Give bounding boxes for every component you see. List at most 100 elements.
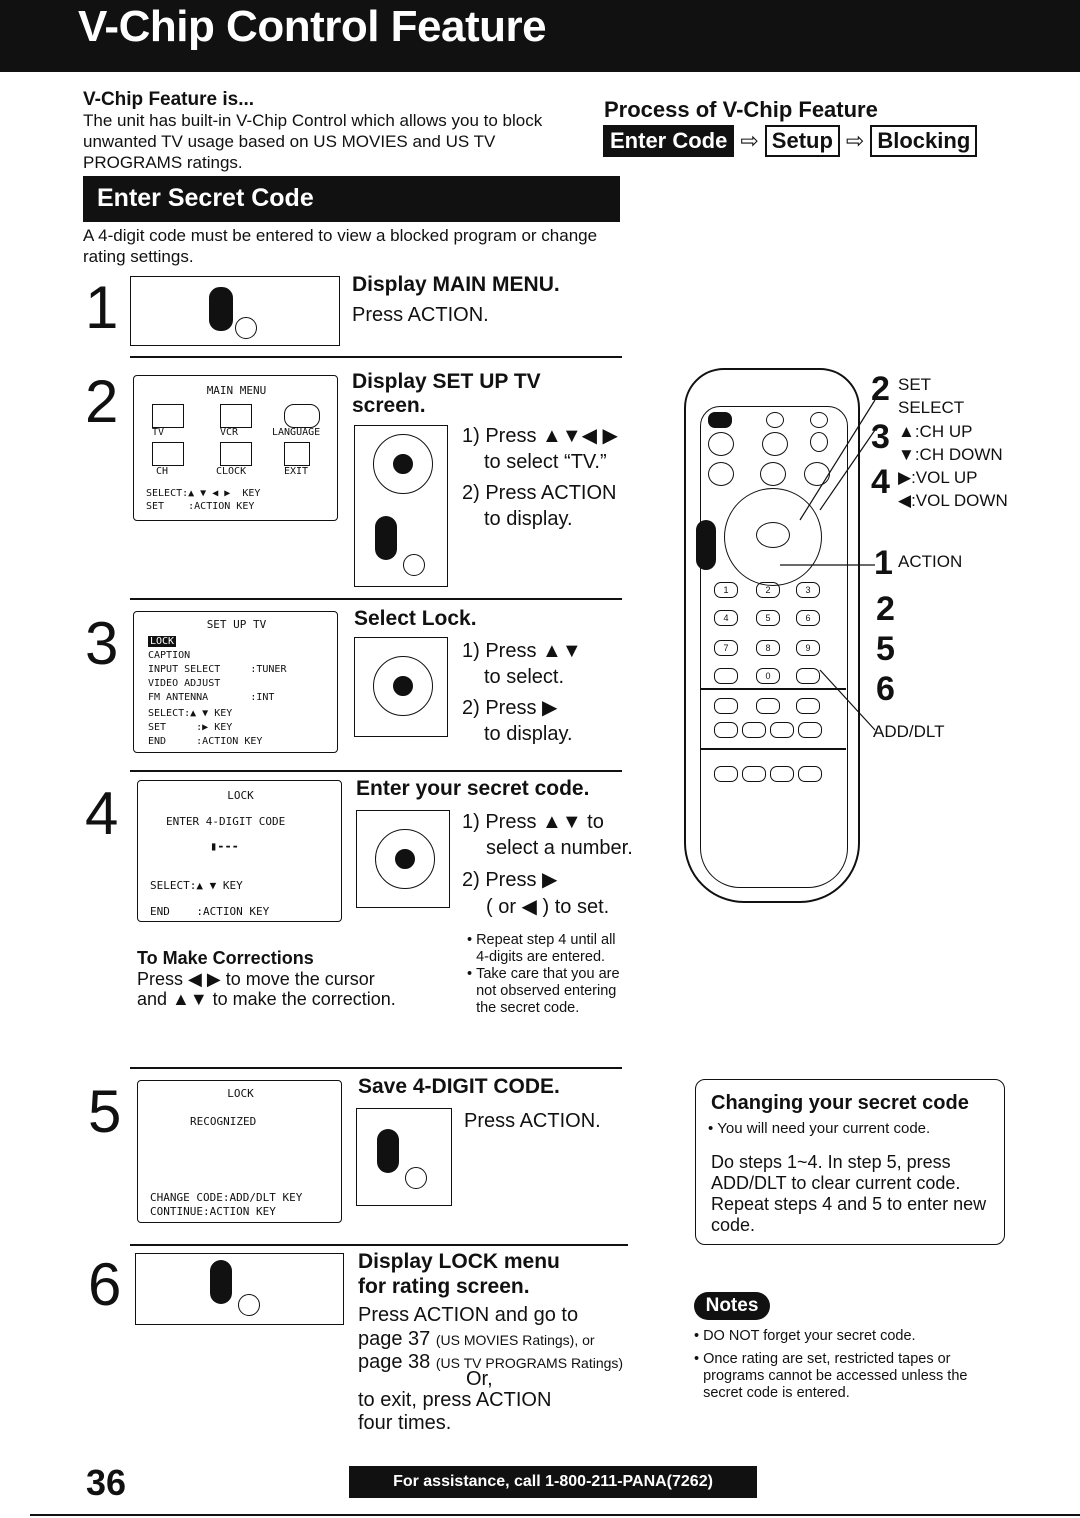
step-instruction: 1) Press ▲▼◀ ▶ xyxy=(462,425,618,447)
list-item: •DO NOT forget your secret code. xyxy=(694,1328,916,1344)
screen-line-highlight: LOCK xyxy=(148,636,177,647)
callout-number: 4 xyxy=(871,463,890,501)
action-key-icon xyxy=(209,287,233,331)
screen-title: SET UP TV xyxy=(206,618,267,631)
remote-pad-illustration xyxy=(356,810,450,908)
select-key-icon xyxy=(395,849,415,869)
title-bar: V-Chip Control Feature xyxy=(0,0,1080,72)
step-title: for rating screen. xyxy=(358,1275,530,1298)
direction-pad-icon xyxy=(375,829,435,889)
remote-pad-illustration xyxy=(354,425,448,587)
box-heading: Changing your secret code xyxy=(711,1092,969,1114)
screen-line: CHANGE CODE:ADD/DLT KEY xyxy=(150,1191,303,1204)
step-text: page 38 (US TV PROGRAMS Ratings) xyxy=(358,1351,624,1373)
action-key-icon xyxy=(696,520,716,570)
action-key-icon xyxy=(210,1260,232,1304)
callout-label: ◀:VOL DOWN xyxy=(898,491,1008,510)
number-key-6: 6 xyxy=(796,610,820,626)
remote-divider xyxy=(700,748,846,750)
step-number: 5 xyxy=(88,1078,122,1145)
bottom-rule xyxy=(30,1514,1080,1516)
screen-title: MAIN MENU xyxy=(206,384,267,397)
screen-line: RECOGNIZED xyxy=(190,1115,257,1128)
direction-pad-icon xyxy=(373,656,433,716)
step-number: 6 xyxy=(88,1251,122,1318)
number-key-100 xyxy=(714,668,738,684)
eject-button-icon xyxy=(762,432,788,456)
step-title: Select Lock. xyxy=(354,607,477,630)
callout-number: 1 xyxy=(874,544,893,582)
step-text: page 37 (US MOVIES Ratings), or xyxy=(358,1328,595,1350)
main-menu-screen: MAIN MENU TV VCR LANGUAGE CH CLOCK EXIT … xyxy=(133,375,338,521)
divider xyxy=(130,770,622,772)
play-key-icon xyxy=(756,698,780,714)
remote-control-illustration: 1 2 3 4 5 6 7 8 9 0 xyxy=(684,368,860,903)
circle-icon xyxy=(405,1167,427,1189)
remote-divider xyxy=(700,688,846,690)
action-key-icon xyxy=(377,1129,399,1173)
number-key-8: 8 xyxy=(756,640,780,656)
icon-label-exit: EXIT xyxy=(284,466,309,477)
exit-icon xyxy=(284,442,310,466)
fast-forward-key-icon xyxy=(796,698,820,714)
step-text: Press ACTION and go to xyxy=(358,1304,579,1326)
circle-icon xyxy=(403,554,425,576)
screen-line: CAPTION xyxy=(148,650,191,661)
callout-number: 6 xyxy=(876,670,895,708)
number-key-3: 3 xyxy=(796,582,820,598)
step-instruction: 2) Press ▶ xyxy=(462,697,558,719)
step-title: Save 4-DIGIT CODE. xyxy=(358,1075,560,1098)
step-title: Display MAIN MENU. xyxy=(352,273,560,296)
select-key-icon xyxy=(393,676,413,696)
callout-label: SELECT xyxy=(898,398,965,417)
intro-text: The unit has built-in V-Chip Control whi… xyxy=(83,111,543,172)
counter-reset-key-icon xyxy=(770,766,794,782)
code-entry: ▮--- xyxy=(210,839,239,853)
list-item: •Once rating are set, restricted tapes o… xyxy=(694,1351,968,1401)
sleep-key-icon xyxy=(760,462,786,486)
select-key-icon xyxy=(393,454,413,474)
step-instruction: to select. xyxy=(484,666,565,688)
screen-line: SET :▶ KEY xyxy=(148,722,233,733)
step-text: Press ACTION. xyxy=(464,1110,601,1132)
step-number: 1 xyxy=(85,274,119,341)
add-dlt-key-icon xyxy=(796,668,820,684)
step-title: Display LOCK menu xyxy=(358,1250,560,1273)
list-item: •Take care that you are not observed ent… xyxy=(467,966,620,1016)
number-key-4: 4 xyxy=(714,610,738,626)
icon-label-ch: CH xyxy=(156,466,169,477)
step-instruction: select a number. xyxy=(486,837,633,859)
screen-line: END :ACTION KEY xyxy=(150,905,270,918)
page-number: 36 xyxy=(86,1462,127,1503)
cm-skip-key-icon xyxy=(742,722,766,738)
screen-line: ENTER 4-DIGIT CODE xyxy=(166,815,286,828)
step-instruction: 2) Press ▶ xyxy=(462,869,558,891)
page-title: V-Chip Control Feature xyxy=(78,2,547,51)
step-number: 3 xyxy=(85,610,119,677)
step-instruction: to display. xyxy=(484,508,573,530)
vcr-icon xyxy=(220,404,252,428)
icon-label-tv: TV xyxy=(152,427,165,438)
screen-line: SELECT:▲ ▼ KEY xyxy=(150,879,243,892)
process-step-enter-code: Enter Code xyxy=(603,125,735,157)
callout-number: 2 xyxy=(871,370,890,408)
step-instruction: to select “TV.” xyxy=(484,451,607,473)
callout-label: ▶:VOL UP xyxy=(898,468,978,487)
corrections-line: and ▲▼ to make the correction. xyxy=(137,989,396,1009)
screen-line: SET :ACTION KEY xyxy=(146,501,255,512)
setup-tv-screen: SET UP TV LOCK CAPTION INPUT SELECT :TUN… xyxy=(133,611,338,753)
divider xyxy=(130,598,622,600)
step-instruction: 1) Press ▲▼ to xyxy=(462,811,604,833)
speed-key-icon xyxy=(742,766,766,782)
number-key-0: 0 xyxy=(756,668,780,684)
callout-label: ADD/DLT xyxy=(873,722,945,741)
process-heading: Process of V-Chip Feature xyxy=(604,97,878,122)
direction-pad-icon xyxy=(373,434,433,494)
antenna-icon xyxy=(152,442,184,466)
process-step-setup: Setup xyxy=(764,125,840,157)
bullet-list: •Repeat step 4 until all 4-digits are en… xyxy=(467,932,627,1017)
remote-inner-outline xyxy=(700,406,848,888)
remote-pad-illustration xyxy=(354,637,448,737)
step-text: to exit, press ACTION xyxy=(358,1389,552,1411)
rec-key-icon xyxy=(798,766,822,782)
